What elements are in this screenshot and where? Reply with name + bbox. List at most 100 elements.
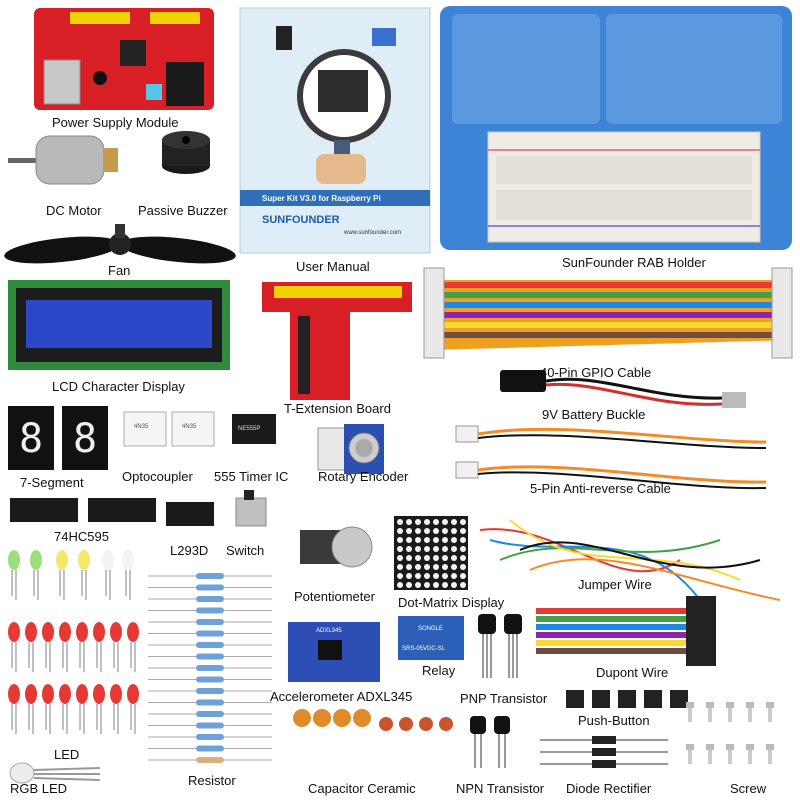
dot-matrix-led — [397, 528, 403, 534]
led — [76, 684, 88, 704]
dot-matrix-led — [460, 546, 466, 552]
screw — [726, 702, 734, 708]
optocoupler-chip-text: 4N35 — [182, 424, 197, 430]
dot-matrix-led — [397, 564, 403, 570]
fan — [4, 224, 236, 264]
dot-matrix-led — [433, 573, 439, 579]
dot-matrix-led — [433, 528, 439, 534]
screw — [706, 702, 714, 708]
dc-motor — [8, 135, 118, 185]
screw — [706, 744, 714, 750]
rgb-led — [9, 762, 101, 784]
dot-matrix-led — [451, 528, 457, 534]
resistor — [196, 596, 224, 602]
label-optocoupler: Optocoupler — [122, 469, 193, 484]
dot-matrix-led — [451, 564, 457, 570]
dot-matrix-led — [442, 582, 448, 588]
led — [76, 622, 88, 642]
label-passive-buzzer: Passive Buzzer — [138, 203, 228, 218]
label-screw: Screw — [730, 781, 767, 796]
label-npn: NPN Transistor — [456, 781, 545, 796]
label-seven-segment: 7-Segment — [20, 475, 84, 490]
dupont-wires — [536, 596, 716, 666]
label-led: LED — [54, 747, 80, 762]
dot-matrix-led — [460, 564, 466, 570]
dot-matrix-led — [397, 519, 403, 525]
dot-matrix-led — [433, 564, 439, 570]
led — [93, 684, 105, 704]
led — [122, 550, 134, 570]
led — [8, 550, 20, 570]
screw — [688, 708, 692, 722]
screws — [686, 702, 774, 764]
label-switch: Switch — [226, 543, 265, 558]
dot-matrix-led — [460, 573, 466, 579]
dot-matrix-led — [406, 537, 412, 543]
dot-matrix-led — [424, 573, 430, 579]
led — [59, 684, 71, 704]
pnp-transistors — [478, 614, 522, 678]
dot-matrix-led — [406, 519, 412, 525]
screw — [766, 744, 774, 750]
screw — [726, 744, 734, 750]
label-diode: Diode Rectifier — [566, 781, 652, 796]
jumper-wires — [479, 519, 781, 601]
label-dot-matrix: Dot-Matrix Display — [398, 595, 505, 610]
dot-matrix-led — [460, 528, 466, 534]
label-gpio-cable: 40-Pin GPIO Cable — [540, 365, 652, 380]
relay-model-text: SRS-05VDC-SL — [402, 646, 446, 652]
resistor — [196, 665, 224, 671]
resistor — [196, 734, 224, 740]
label-capacitor: Capacitor Ceramic — [308, 781, 416, 796]
slide-switch — [235, 490, 267, 527]
led — [110, 684, 122, 704]
dot-matrix-led — [451, 582, 457, 588]
dot-matrix-led — [424, 582, 430, 588]
dot-matrix-led — [433, 555, 439, 561]
dot-matrix-led — [424, 564, 430, 570]
lcd-display — [8, 280, 230, 370]
resistor — [196, 757, 224, 763]
led — [8, 622, 20, 642]
label-74hc595: 74HC595 — [54, 529, 109, 544]
manual-url: www.sunfounder.com — [344, 230, 402, 236]
dot-matrix — [394, 516, 468, 590]
svg-text:8: 8 — [19, 416, 43, 462]
label-jumper-wire: Jumper Wire — [578, 577, 652, 592]
dot-matrix-led — [397, 546, 403, 552]
label-power-supply: Power Supply Module — [52, 115, 179, 130]
label-rab-holder: SunFounder RAB Holder — [562, 255, 706, 270]
resistor — [196, 653, 224, 660]
screw — [708, 708, 712, 722]
label-rgb-led: RGB LED — [10, 781, 68, 796]
led — [56, 550, 68, 570]
label-rotary-encoder: Rotary Encoder — [318, 469, 409, 484]
dot-matrix-led — [460, 519, 466, 525]
label-timer: 555 Timer IC — [214, 469, 289, 484]
ceramic-capacitors — [293, 709, 453, 731]
timer-chip — [232, 414, 276, 444]
label-fan: Fan — [108, 263, 131, 278]
motor-driver-chip — [166, 502, 214, 526]
dot-matrix-led — [397, 582, 403, 588]
label-battery-buckle: 9V Battery Buckle — [542, 407, 646, 422]
rab-holder — [440, 6, 792, 250]
dot-matrix-led — [451, 546, 457, 552]
push-buttons — [566, 690, 688, 708]
led — [127, 622, 139, 642]
dot-matrix-led — [406, 528, 412, 534]
resistor — [196, 722, 224, 729]
screw — [746, 702, 754, 708]
battery-buckle — [500, 370, 746, 408]
resistor — [196, 745, 224, 752]
dot-matrix-led — [406, 573, 412, 579]
power-supply-module — [34, 8, 214, 110]
label-l293d: L293D — [170, 543, 209, 558]
dot-matrix-led — [424, 528, 430, 534]
user-manual — [239, 7, 431, 254]
screw — [688, 750, 692, 764]
dot-matrix-led — [415, 546, 421, 552]
dot-matrix-led — [433, 519, 439, 525]
optocoupler-chip-text: 4N35 — [134, 424, 149, 430]
